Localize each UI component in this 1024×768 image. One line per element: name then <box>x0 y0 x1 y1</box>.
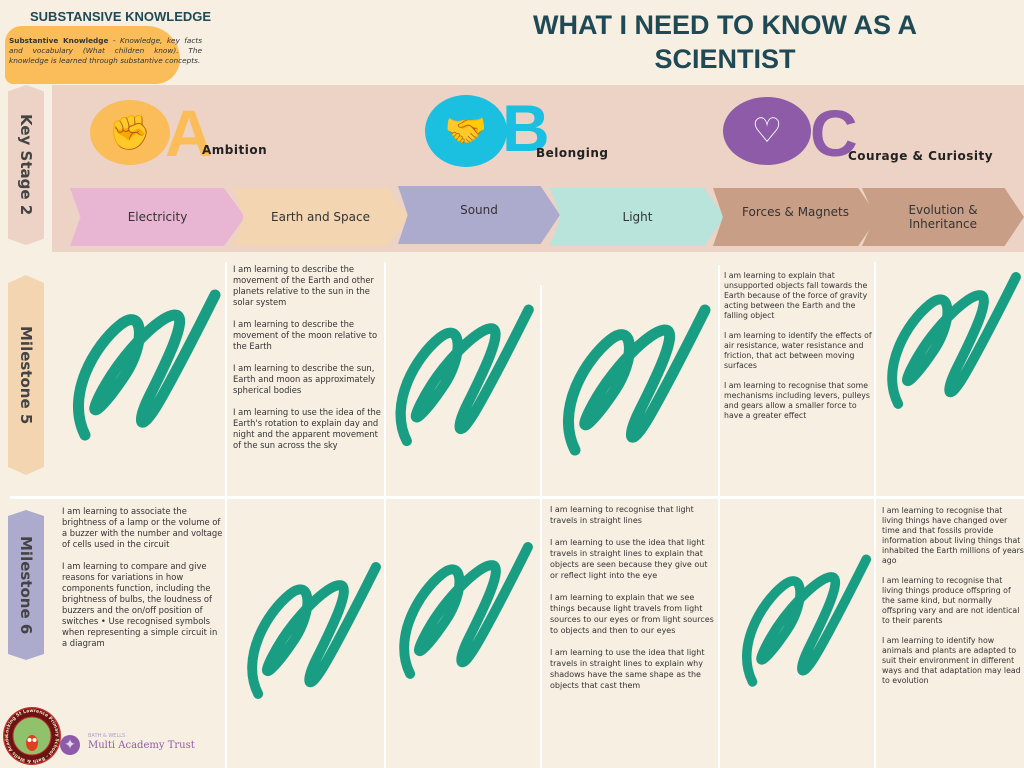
value-letter-c: C <box>810 96 858 170</box>
objective: I am learning to describe the sun, Earth… <box>233 363 376 395</box>
m6-evolution-text: I am learning to recognise that living t… <box>882 506 1024 697</box>
section-title: SUBSTANSIVE KNOWLEDGE <box>30 9 212 24</box>
topic-label: Evolution & Inheritance <box>908 203 978 231</box>
value-ambition: Ambition <box>202 143 268 157</box>
value-letter-a: A <box>165 96 213 170</box>
fist-icon: ✊ <box>90 100 170 165</box>
milestone5-tab: Milestone 5 <box>8 275 44 475</box>
definition-text: - Knowledge, key facts and vocabulary (W… <box>9 36 203 65</box>
col-divider <box>874 262 876 768</box>
objective: I am learning to identify the effects of… <box>724 331 872 370</box>
topic-label: Electricity <box>127 210 188 224</box>
topic-electricity: Electricity <box>70 188 245 246</box>
trust-star-icon: ✦ <box>60 735 80 755</box>
objective: I am learning to associate the brightnes… <box>62 506 223 549</box>
highlight-splash <box>5 26 180 84</box>
m6-electricity-text: I am learning to associate the brightnes… <box>62 506 224 660</box>
m5-earth-space-text: I am learning to describe the movement o… <box>233 264 383 462</box>
objective: I am learning to describe the movement o… <box>233 319 378 351</box>
objective: I am learning to use the idea that light… <box>550 648 705 690</box>
topic-label: Forces & Magnets <box>742 205 849 219</box>
objective: I am learning to use the idea of the Ear… <box>233 407 381 450</box>
topic-forces-magnets: Forces & Magnets <box>713 188 878 246</box>
trust-name: Multi Academy Trust <box>88 740 195 751</box>
col-divider <box>384 262 386 768</box>
objective: I am learning to compare and give reason… <box>62 561 218 648</box>
milestone6-tab: Milestone 6 <box>8 510 44 660</box>
objective: I am learning to explain that unsupporte… <box>724 271 868 320</box>
squiggle-placeholder <box>735 520 875 730</box>
topic-sound: Sound <box>398 186 560 244</box>
pinky-promise-icon: 🤝 <box>425 95 507 167</box>
squiggle-placeholder <box>392 510 537 720</box>
topic-earth-space: Earth and Space <box>233 188 408 246</box>
value-letter-b: B <box>502 91 550 165</box>
objective: I am learning to describe the movement o… <box>233 264 374 307</box>
topic-light: Light <box>550 188 725 246</box>
key-stage-tab: Key Stage 2 <box>8 85 44 245</box>
objective: I am learning to recognise that some mec… <box>724 381 870 420</box>
objective: I am learning to recognise that living t… <box>882 576 1020 625</box>
squiggle-placeholder <box>555 290 715 480</box>
milestone5-label: Milestone 5 <box>17 325 35 425</box>
row-divider <box>10 496 1024 499</box>
objective: I am learning to recognise that living t… <box>882 506 1024 565</box>
topic-evolution: Evolution & Inheritance <box>862 188 1024 246</box>
topic-label: Earth and Space <box>271 210 370 224</box>
objective: I am learning to identify how animals an… <box>882 636 1021 685</box>
page-title: WHAT I NEED TO KNOW AS A SCIENTIST <box>533 10 917 74</box>
objective: I am learning to use the idea that light… <box>550 538 708 580</box>
squiggle-placeholder <box>240 540 385 730</box>
m5-forces-text: I am learning to explain that unsupporte… <box>724 271 872 432</box>
definition-term: Substantive Knowledge <box>9 36 109 45</box>
col-divider <box>225 262 227 768</box>
value-belonging: Belonging <box>536 146 609 160</box>
school-logo: Locking St Lawrence Primary School - Bat… <box>2 706 61 765</box>
definition: Substantive Knowledge - Knowledge, key f… <box>9 36 202 66</box>
trust-small: BATH & WELLS <box>88 733 126 739</box>
heart-hands-icon: ♡ <box>723 97 811 165</box>
col-divider <box>718 265 720 768</box>
objective: I am learning to recognise that light tr… <box>550 505 694 525</box>
topic-label: Light <box>622 210 653 224</box>
objective: I am learning to explain that we see thi… <box>550 593 714 635</box>
value-courage-curiosity: Courage & Curiosity <box>848 149 994 163</box>
m6-light-text: I am learning to recognise that light tr… <box>550 504 715 702</box>
key-stage-label: Key Stage 2 <box>17 114 35 216</box>
squiggle-placeholder <box>388 290 538 470</box>
col-divider <box>540 285 542 768</box>
milestone6-label: Milestone 6 <box>17 535 35 635</box>
squiggle-placeholder <box>65 280 225 460</box>
squiggle-placeholder <box>880 265 1024 425</box>
topic-label: Sound <box>460 203 498 217</box>
